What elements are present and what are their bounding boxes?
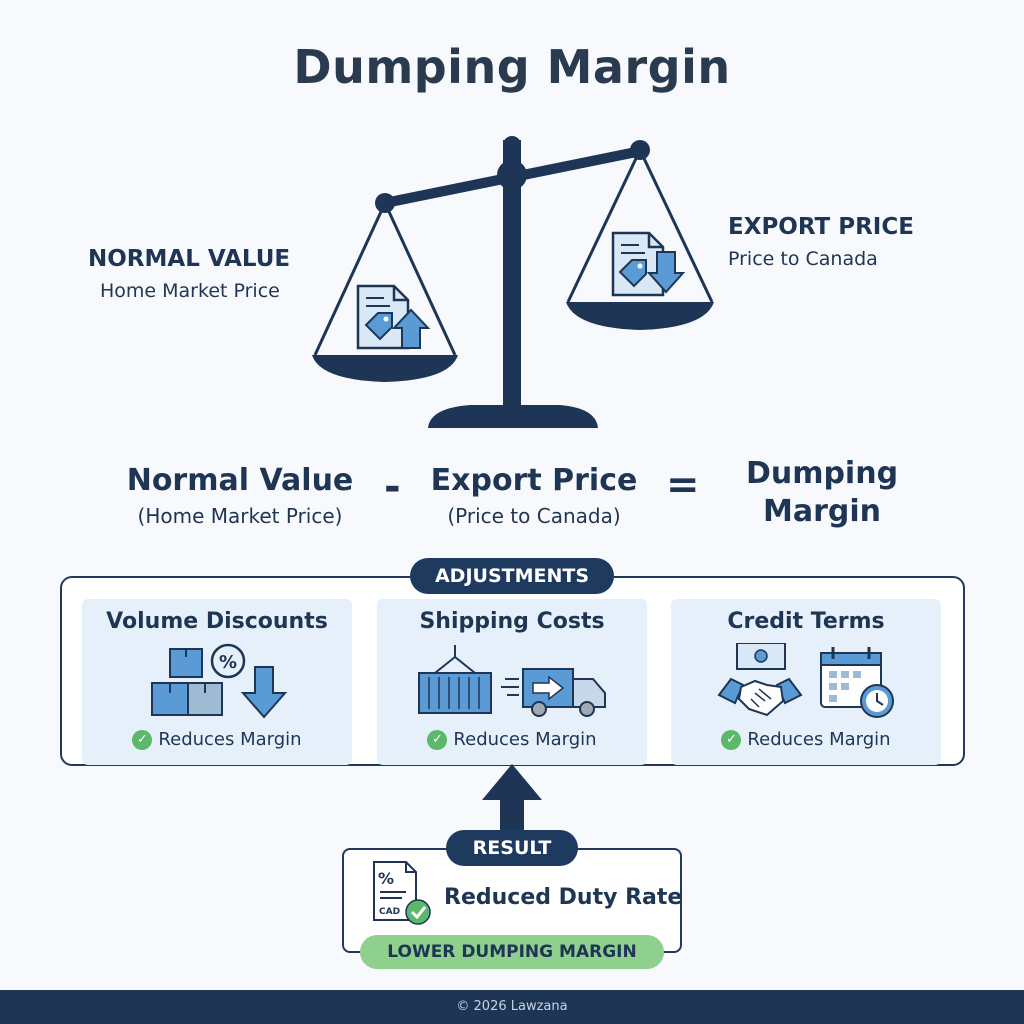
- adjustment-card-credit-terms: Credit Terms ✓Reduces Margin: [671, 599, 941, 765]
- normal-value-subheading: Home Market Price: [100, 280, 280, 302]
- handshake-icon: [717, 677, 803, 717]
- equation-result-line2: Margin: [762, 494, 881, 529]
- export-price-subheading: Price to Canada: [728, 248, 878, 270]
- lower-dumping-margin-badge: LOWER DUMPING MARGIN: [360, 935, 664, 969]
- result-label: RESULT: [446, 830, 578, 866]
- percent-icon: %: [210, 643, 246, 679]
- card-effect: ✓Reduces Margin: [671, 729, 941, 750]
- balance-scale-icon: [312, 136, 714, 428]
- boxes-icon: [151, 648, 223, 716]
- up-arrow-icon: [482, 764, 542, 836]
- shipping-costs-icon: [418, 645, 606, 717]
- volume-discounts-icon: %: [151, 643, 288, 719]
- container-icon: [418, 645, 492, 714]
- page-title: Dumping Margin: [293, 40, 731, 94]
- equation-result-line1: Dumping: [745, 456, 899, 491]
- footer-copyright: © 2026 Lawzana: [0, 990, 1024, 1024]
- document-currency: CAD: [379, 907, 400, 917]
- calendar-clock-icon: [820, 647, 894, 718]
- card-effect: ✓Reduces Margin: [82, 729, 352, 750]
- duty-document-check-icon: % CAD: [373, 861, 431, 925]
- price-down-document-icon: [611, 231, 686, 297]
- document-percent: %: [378, 869, 394, 888]
- equation-term-normal-value-sub: (Home Market Price): [137, 504, 343, 528]
- equation-term-export-price-sub: (Price to Canada): [447, 504, 621, 528]
- card-effect: ✓Reduces Margin: [377, 729, 647, 750]
- down-arrow-icon: [240, 666, 288, 719]
- delivery-truck-icon: [501, 668, 606, 717]
- card-effect-text: Reduces Margin: [453, 729, 597, 750]
- card-effect-text: Reduces Margin: [158, 729, 302, 750]
- card-title: Volume Discounts: [106, 609, 328, 634]
- check-icon: ✓: [427, 730, 448, 750]
- banknote-icon: [736, 643, 786, 670]
- export-price-heading: EXPORT PRICE: [728, 214, 914, 240]
- result-text: Reduced Duty Rate: [444, 885, 683, 910]
- adjustment-card-shipping-costs: Shipping Costs ✓Reduces Margin: [377, 599, 647, 765]
- price-up-document-icon: [356, 284, 431, 350]
- adjustment-card-volume-discounts: Volume Discounts % ✓Reduces Margin: [82, 599, 352, 765]
- equation-term-normal-value: Normal Value: [126, 463, 354, 498]
- card-effect-text: Reduces Margin: [747, 729, 891, 750]
- normal-value-heading: NORMAL VALUE: [88, 246, 291, 272]
- equals-operator: =: [666, 462, 700, 508]
- equation-term-export-price: Export Price: [430, 463, 638, 498]
- adjustments-label: ADJUSTMENTS: [410, 558, 614, 594]
- svg-text:%: %: [219, 652, 237, 673]
- check-icon: ✓: [132, 730, 153, 750]
- credit-terms-icon: [717, 643, 894, 718]
- card-title: Shipping Costs: [419, 609, 605, 634]
- check-icon: ✓: [721, 730, 742, 750]
- minus-operator: -: [384, 464, 401, 510]
- card-title: Credit Terms: [727, 609, 885, 634]
